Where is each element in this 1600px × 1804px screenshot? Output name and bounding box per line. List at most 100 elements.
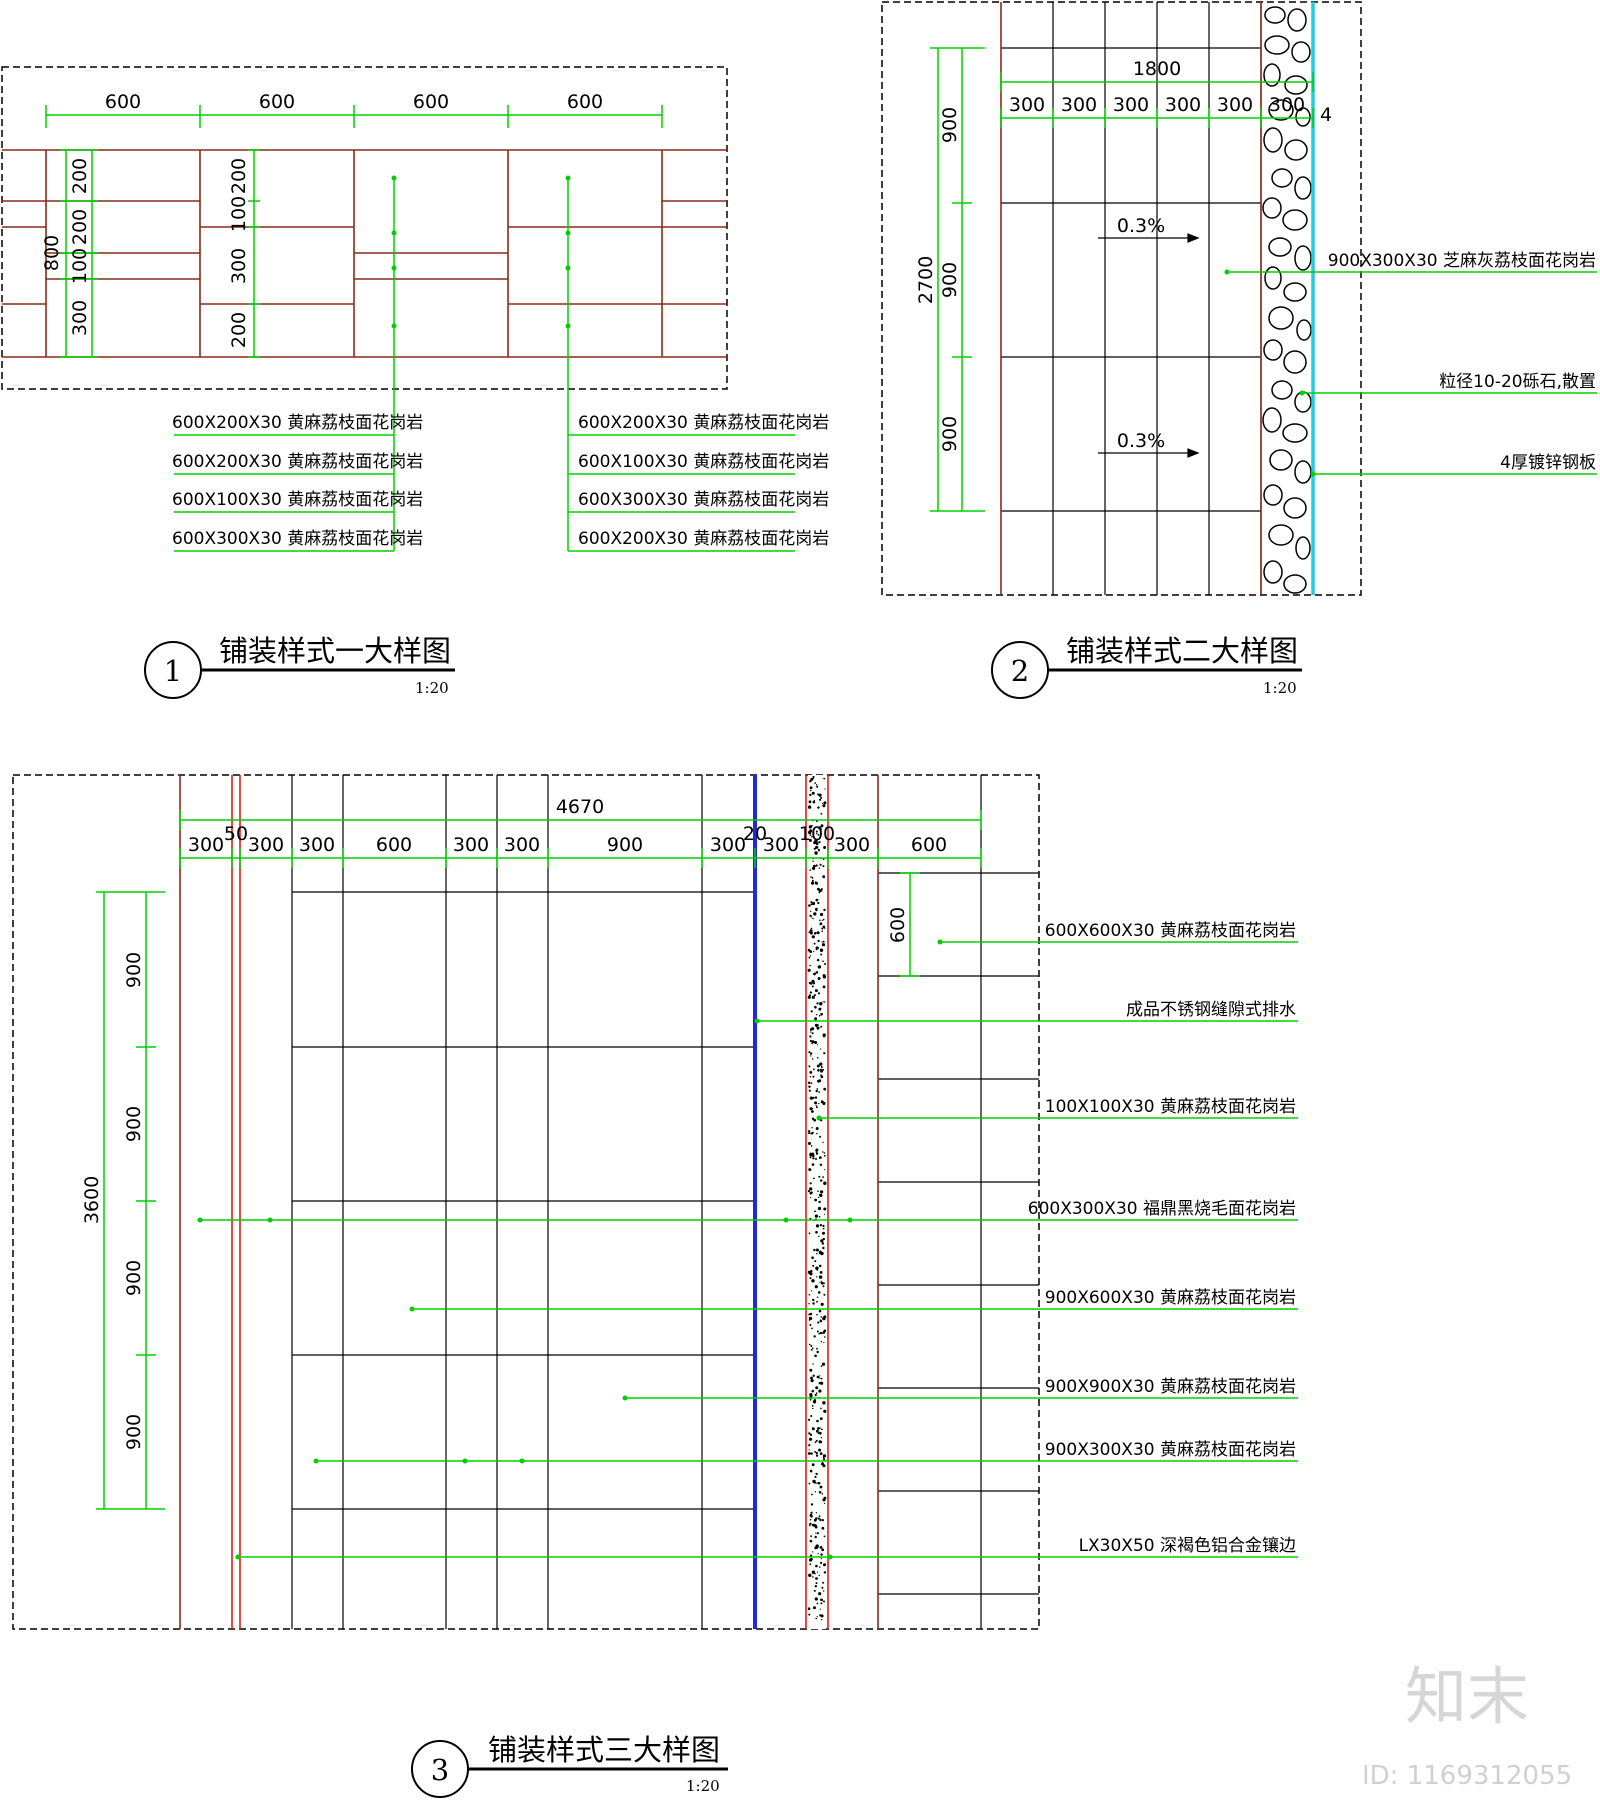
width-dim: 600 <box>259 91 295 113</box>
material-label: 600X300X30 黄麻荔枝面花岗岩 <box>578 490 829 510</box>
detail-1-dimension-text: 600 600 600 600 800 200 200 100 300 200 … <box>41 91 603 348</box>
gravel-pattern <box>1262 6 1312 594</box>
material-label: 4厚镀锌钢板 <box>1500 453 1596 473</box>
detail-2-dimension-text: 1800 300 300 300 300 300 300 4 2700 900 … <box>915 58 1332 452</box>
width-dim: 300 <box>248 834 284 856</box>
detail-2-frame <box>881 1 1362 596</box>
width-dim: 300 <box>1009 94 1045 116</box>
detail-3: 4670 300 50 300 300 600 300 300 900 300 … <box>12 774 1298 1798</box>
detail-scale: 1:20 <box>415 679 449 697</box>
material-label: 成品不锈钢缝隙式排水 <box>1126 1000 1296 1020</box>
gravel-strip <box>808 775 826 1629</box>
center-dim: 200 <box>228 158 250 194</box>
detail-3-title-block: 3 铺装样式三大样图 1:20 <box>411 1733 728 1798</box>
detail-1-paving-lines <box>2 149 727 358</box>
detail-number: 1 <box>164 654 182 688</box>
material-label: 100X100X30 黄麻荔枝面花岗岩 <box>1045 1097 1296 1117</box>
detail-2-title-block: 2 铺装样式二大样图 1:20 <box>991 634 1302 699</box>
material-label: 600X200X30 黄麻荔枝面花岗岩 <box>578 529 829 549</box>
material-label: 600X100X30 黄麻荔枝面花岗岩 <box>172 490 423 510</box>
overall-height-dim: 2700 <box>915 256 937 304</box>
row-dim: 900 <box>123 952 145 988</box>
tile-dim: 600 <box>887 907 909 943</box>
row-dim: 900 <box>939 416 961 452</box>
left-dim: 100 <box>69 248 91 284</box>
detail-3-material-labels: 600X600X30 黄麻荔枝面花岗岩 成品不锈钢缝隙式排水 100X100X3… <box>1028 921 1296 1556</box>
detail-3-dimension-text: 4670 300 50 300 300 600 300 300 900 300 … <box>81 796 947 1450</box>
width-dim: 100 <box>799 823 835 845</box>
material-label: 900X600X30 黄麻荔枝面花岗岩 <box>1045 1288 1296 1308</box>
detail-3-paving-lines <box>291 775 1039 1629</box>
width-dim: 300 <box>1165 94 1201 116</box>
overall-height-dim: 800 <box>41 235 63 271</box>
width-dim: 600 <box>376 834 412 856</box>
width-dim: 300 <box>1269 94 1305 116</box>
material-label: LX30X50 深褐色铝合金镶边 <box>1079 1535 1296 1556</box>
material-label: 粒径10-20砾石,散置 <box>1439 372 1596 392</box>
width-dim: 900 <box>607 834 643 856</box>
detail-3-dimension-lines <box>96 810 1298 1558</box>
row-dim: 900 <box>123 1414 145 1450</box>
detail-1-dimension-lines <box>45 105 795 552</box>
row-dim: 900 <box>939 107 961 143</box>
center-dim: 200 <box>228 312 250 348</box>
row-dim: 900 <box>123 1260 145 1296</box>
detail-2-material-labels: 900X300X30 芝麻灰荔枝面花岗岩 粒径10-20砾石,散置 4厚镀锌钢板 <box>1328 251 1596 473</box>
center-dim: 300 <box>228 248 250 284</box>
detail-1-material-labels: 600X200X30 黄麻荔枝面花岗岩 600X200X30 黄麻荔枝面花岗岩 … <box>172 413 829 549</box>
detail-title: 铺装样式三大样图 <box>488 1733 720 1767</box>
row-dim: 900 <box>939 262 961 298</box>
material-label: 600X100X30 黄麻荔枝面花岗岩 <box>578 452 829 472</box>
material-label: 900X300X30 黄麻荔枝面花岗岩 <box>1045 1440 1296 1460</box>
detail-scale: 1:20 <box>686 1777 720 1795</box>
aluminium-edging-lines <box>231 775 829 1629</box>
detail-number: 3 <box>431 1753 449 1787</box>
overall-width-dim: 4670 <box>556 796 604 818</box>
width-dim: 50 <box>224 823 248 845</box>
detail-2-dimension-lines <box>930 47 1597 512</box>
material-label: 600X200X30 黄麻荔枝面花岗岩 <box>578 413 829 433</box>
width-dim: 20 <box>743 823 767 845</box>
left-dim: 200 <box>69 158 91 194</box>
material-label: 600X300X30 福鼎黑烧毛面花岗岩 <box>1028 1199 1296 1219</box>
detail-2: 1800 300 300 300 300 300 300 4 2700 900 … <box>881 1 1597 699</box>
width-dim: 600 <box>105 91 141 113</box>
width-dim: 300 <box>504 834 540 856</box>
detail-2-leader-dots <box>1224 269 1316 477</box>
detail-3-edge-lines <box>179 775 879 1629</box>
slope-arrows <box>1098 233 1200 458</box>
width-dim: 600 <box>413 91 449 113</box>
width-dim: 300 <box>453 834 489 856</box>
width-dim: 300 <box>188 834 224 856</box>
watermark-brand: 知末 <box>1405 1660 1529 1733</box>
watermark-id: ID: 1169312055 <box>1362 1761 1572 1791</box>
detail-title: 铺装样式一大样图 <box>219 634 451 668</box>
detail-1-frame <box>1 66 728 390</box>
width-dim: 300 <box>1061 94 1097 116</box>
material-label: 600X600X30 黄麻荔枝面花岗岩 <box>1045 921 1296 941</box>
detail-3-frame <box>12 774 1040 1630</box>
width-dim: 300 <box>763 834 799 856</box>
overall-width-dim: 1800 <box>1133 58 1181 80</box>
edge-dim: 4 <box>1320 104 1332 126</box>
width-dim: 300 <box>1217 94 1253 116</box>
detail-title: 铺装样式二大样图 <box>1066 634 1298 668</box>
slope-label: 0.3% <box>1117 430 1165 452</box>
center-dim: 100 <box>228 196 250 232</box>
material-label: 600X200X30 黄麻荔枝面花岗岩 <box>172 413 423 433</box>
material-label: 900X300X30 芝麻灰荔枝面花岗岩 <box>1328 251 1596 271</box>
width-dim: 300 <box>299 834 335 856</box>
detail-2-paving-lines <box>1001 2 1262 595</box>
material-label: 600X300X30 黄麻荔枝面花岗岩 <box>172 529 423 549</box>
overall-height-dim: 3600 <box>81 1176 103 1224</box>
width-dim: 600 <box>567 91 603 113</box>
detail-number: 2 <box>1011 654 1029 688</box>
detail-1-leader-dots <box>391 175 571 329</box>
detail-1: 600 600 600 600 800 200 200 100 300 200 … <box>1 66 829 699</box>
width-dim: 600 <box>911 834 947 856</box>
left-dim: 200 <box>69 209 91 245</box>
width-dim: 300 <box>1113 94 1149 116</box>
detail-3-leader-dots <box>197 939 943 1560</box>
